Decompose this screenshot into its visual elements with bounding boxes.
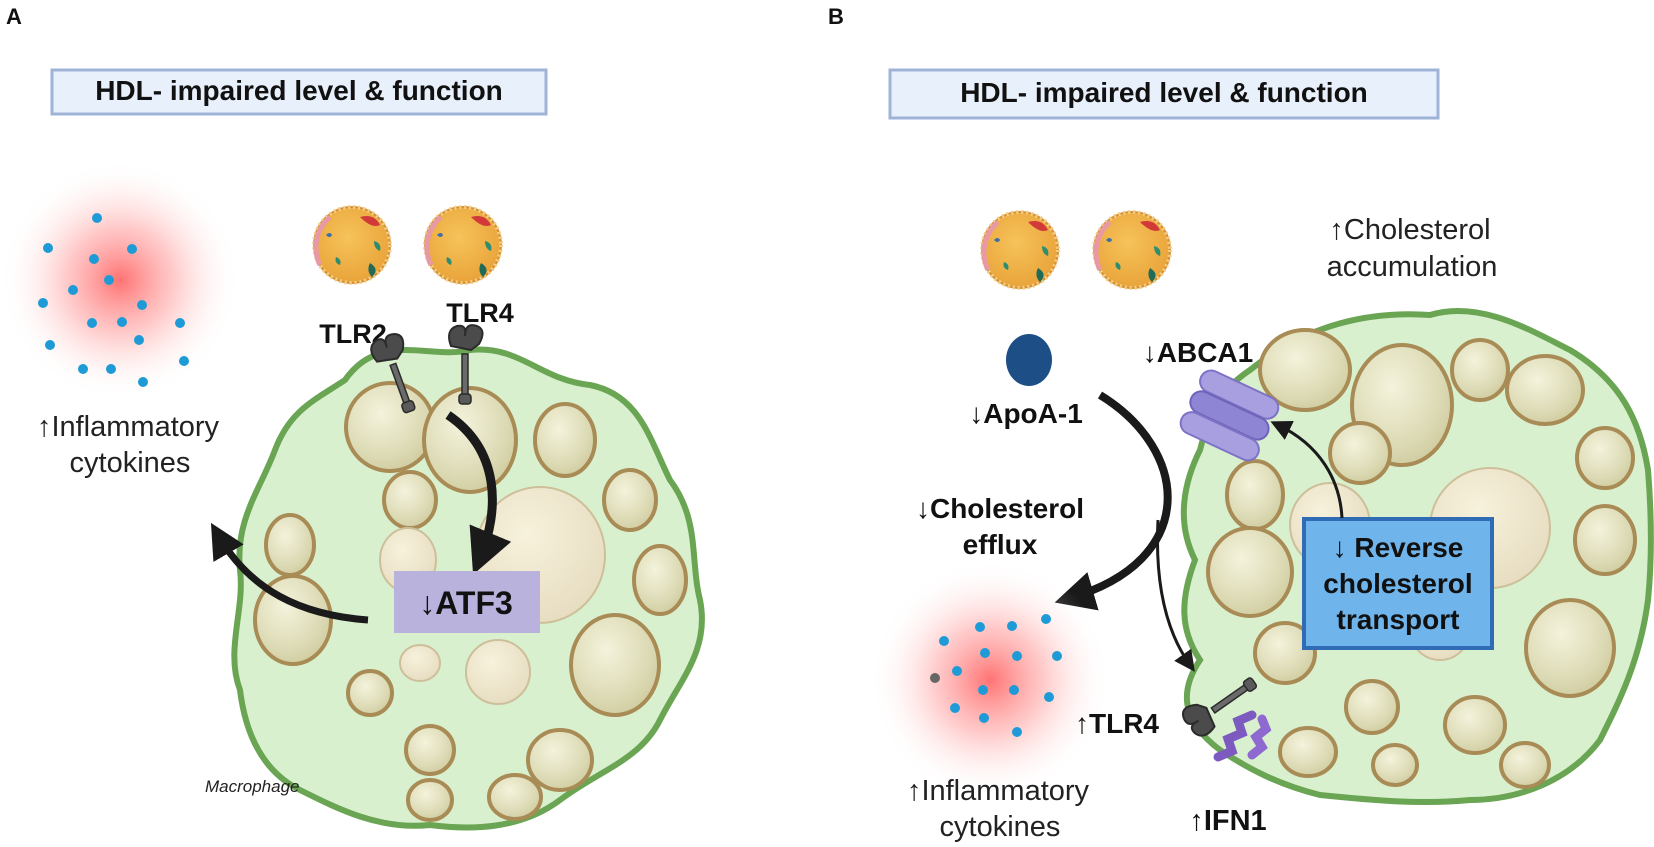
panel-a-letter: A (6, 4, 22, 29)
panel-a-vesicles (253, 381, 688, 822)
panel-b-apoa1-icon (1006, 334, 1052, 386)
panel-b-efflux-line2: efflux (963, 529, 1038, 560)
panel-b-abca1-transporter-icon (1179, 369, 1280, 462)
panel-b-ifn1-protein-icon (1213, 710, 1272, 762)
panel-b-abca1-label: ↓ABCA1 (1143, 337, 1253, 368)
panel-a-cytokine-dots (38, 213, 189, 387)
panel-b-cytokine-dots (939, 614, 1062, 737)
panel-a-hdl-particle-2-icon (425, 207, 501, 283)
panel-b-grey-dot (930, 673, 940, 683)
panel-b-rct-to-abca1-arrow (1270, 420, 1344, 519)
panel-b-rct-line2: cholesterol (1323, 568, 1472, 599)
panel-b-hdl-particle-2-icon (1094, 212, 1170, 288)
panel-a-cell-label: Macrophage (205, 777, 300, 796)
panel-a-inflammation-glow (0, 160, 240, 400)
panel-b-rct-line1: ↓ Reverse (1333, 532, 1464, 563)
panel-a-tlr4-label: TLR4 (446, 298, 514, 328)
panel-a-header-box (50, 68, 548, 116)
panel-b-inflammation-glow (870, 560, 1110, 800)
panel-b-rct-line3: transport (1337, 604, 1460, 635)
panel-a-atf3-label: ↓ATF3 (419, 585, 513, 621)
panel-b-vesicles (1206, 328, 1637, 789)
panel-a-atf3-box (394, 571, 540, 633)
panel-a-atf3-to-cytokines-arrow (210, 522, 369, 624)
panel-a-cytokines-line2: cytokines (70, 447, 191, 479)
panel-b-tlr4-label: ↑TLR4 (1075, 708, 1159, 739)
panel-b-rct-box (1302, 517, 1494, 650)
panel-b-chol-accum-line2: accumulation (1327, 251, 1498, 283)
panel-b-cytokines-line2: cytokines (940, 811, 1061, 843)
panel-b-hdl-particle-1-icon (982, 212, 1058, 288)
panel-b-apoa1-to-cytokines-arrow (1054, 391, 1172, 611)
panel-a-header: HDL- impaired level & function (95, 75, 503, 106)
panel-a-tlr-to-atf3-arrow (445, 411, 512, 575)
panel-b-cytokines-line1: ↑Inflammatory (907, 775, 1090, 807)
panel-a-hdl-particle-1-icon (314, 207, 390, 283)
panel-b-apoa1-label: ↓ApoA-1 (969, 398, 1083, 429)
panel-b-letter: B (828, 4, 844, 29)
panel-a-cytokines-line1: ↑Inflammatory (37, 411, 220, 443)
panel-b-efflux-line1: ↓Cholesterol (916, 493, 1084, 524)
panel-b-ifn1-label: ↑IFN1 (1189, 805, 1266, 837)
panel-b-header-box (888, 68, 1440, 120)
panel-b-to-tlr4-arrow (1156, 519, 1195, 672)
panel-b-chol-accum-line1: ↑Cholesterol (1329, 214, 1490, 246)
panel-b-header: HDL- impaired level & function (960, 77, 1368, 108)
